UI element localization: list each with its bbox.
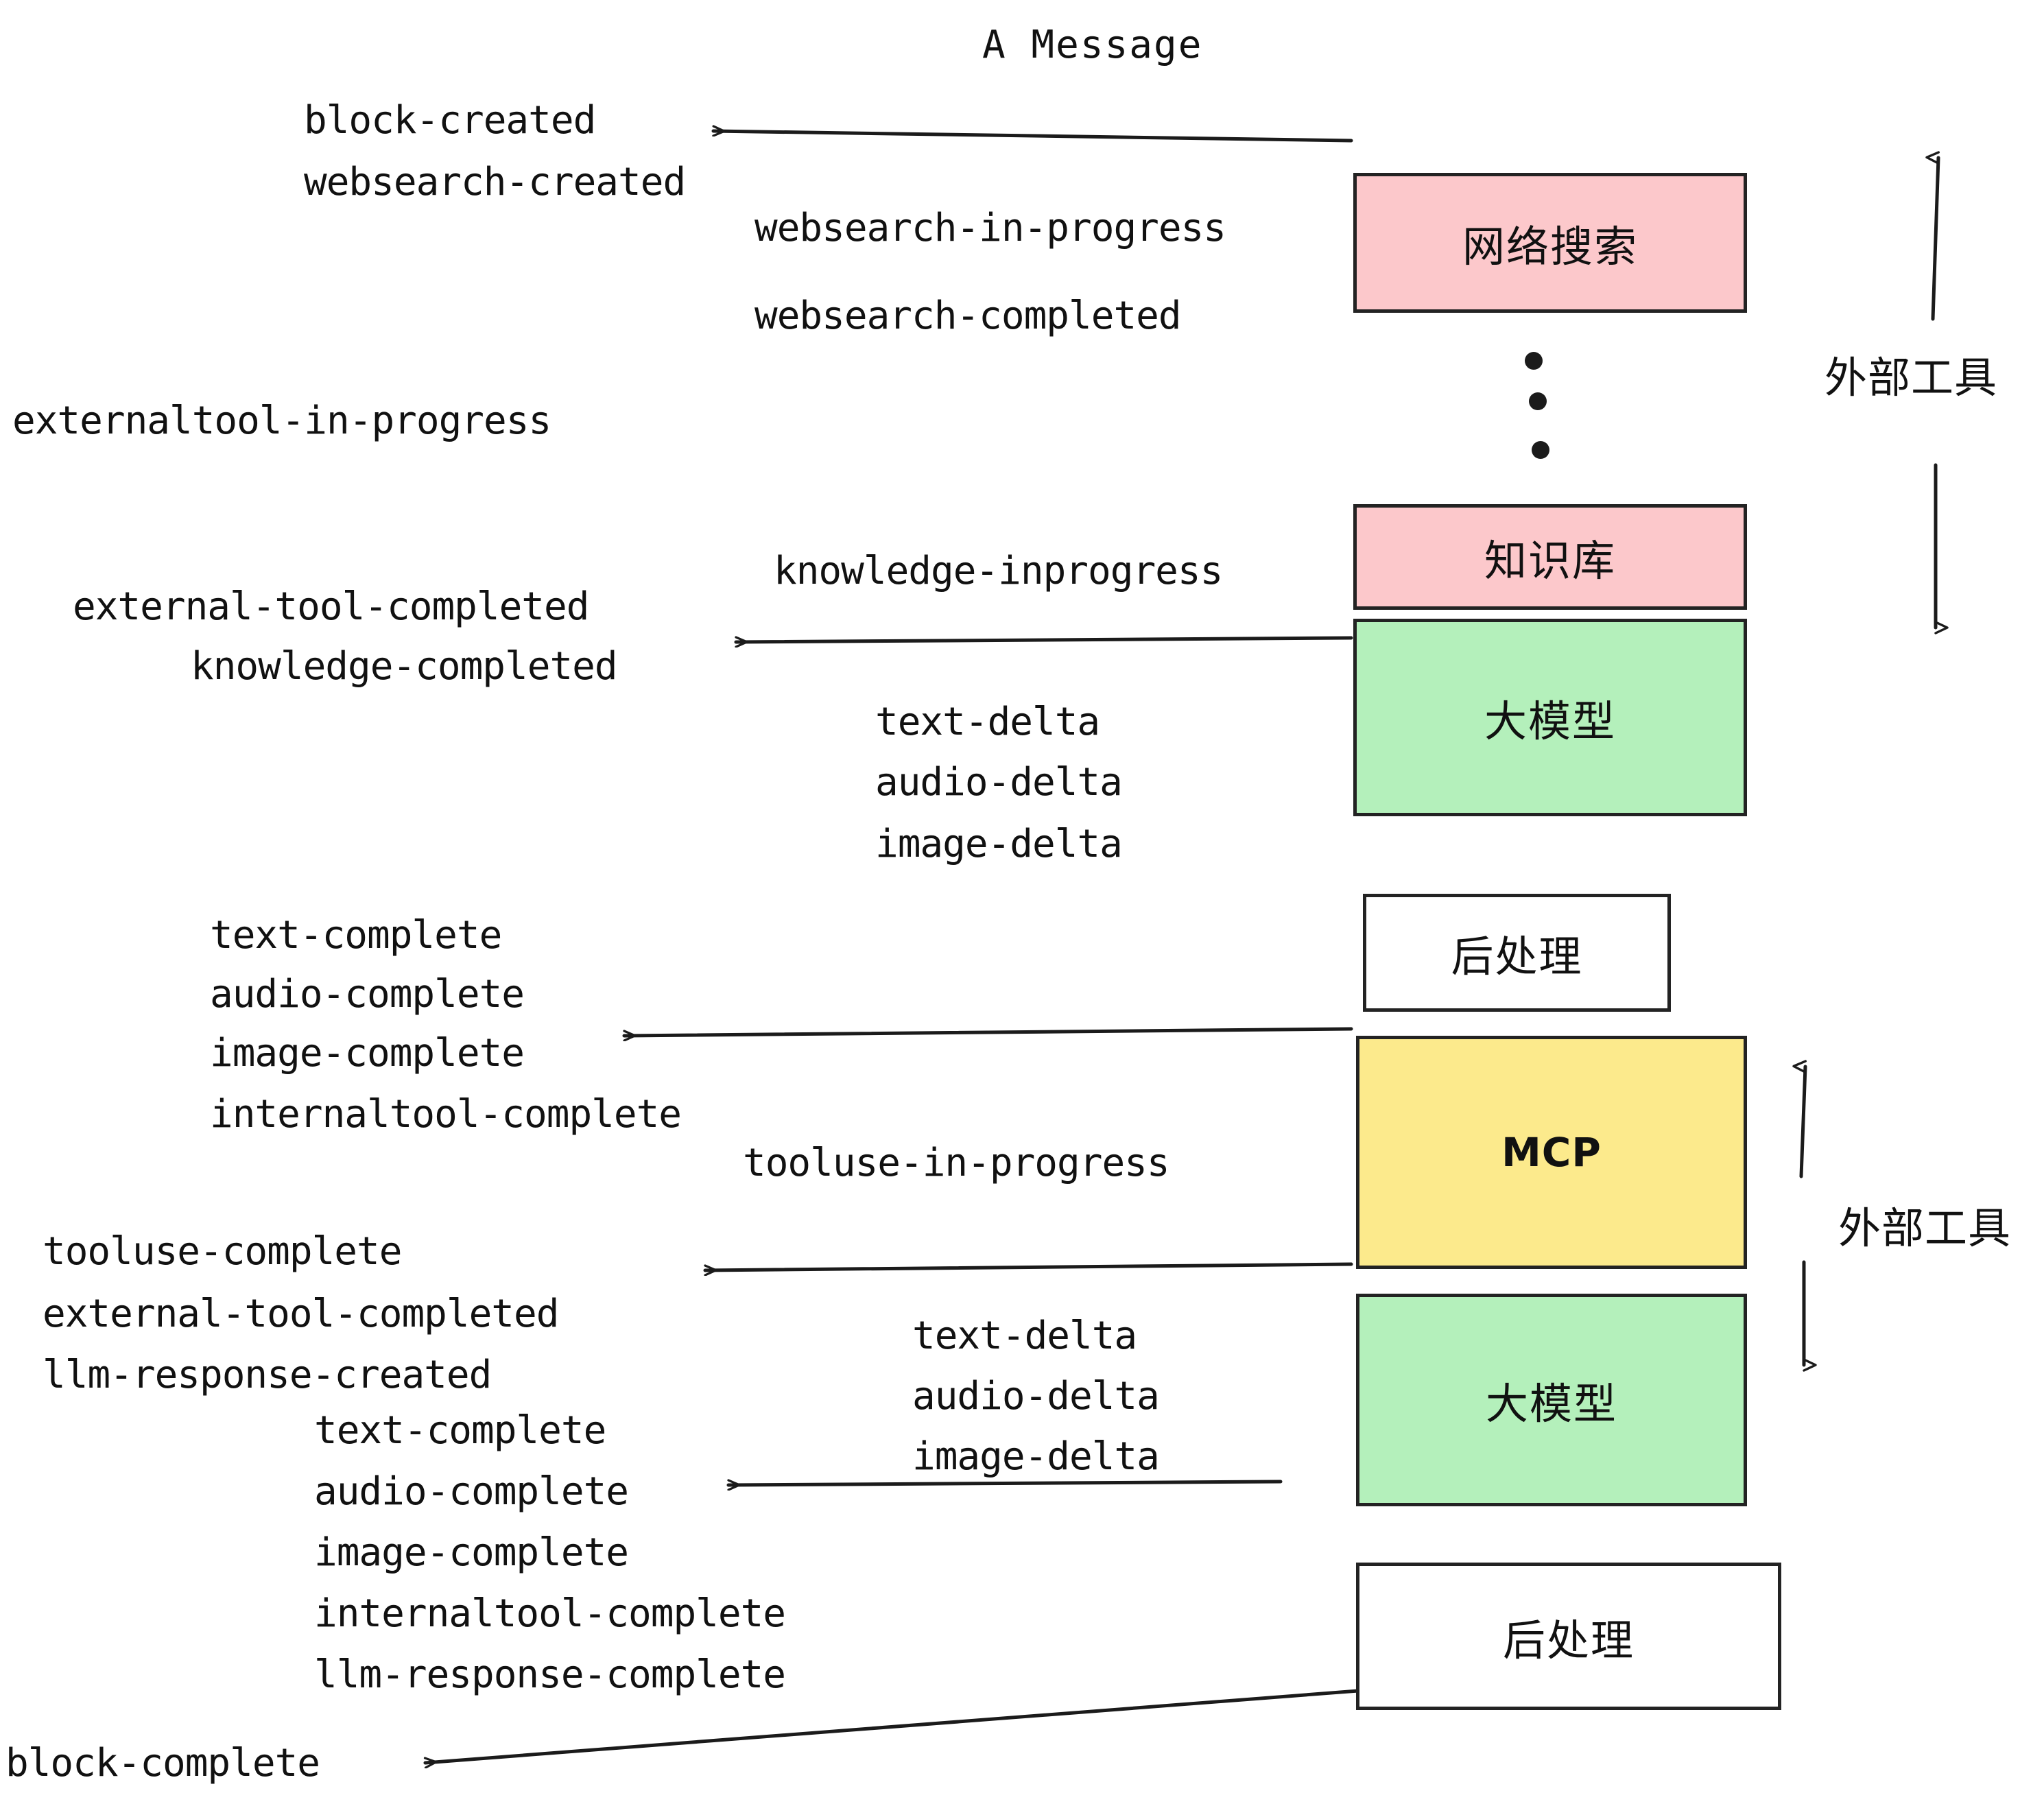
event-image-delta-1: image-delta — [875, 822, 1123, 866]
event-audio-complete-1: audio-complete — [210, 972, 525, 1017]
event-llm-response-complete: llm-response-complete — [314, 1652, 786, 1697]
event-websearch-completed: websearch-completed — [754, 294, 1182, 338]
box-knowledge: 知识库 — [1353, 504, 1747, 610]
external-tool-label-bottom: 外部工具 — [1838, 1203, 2012, 1253]
event-audio-complete-2: audio-complete — [314, 1469, 629, 1514]
box-llm-top-label: 大模型 — [1484, 696, 1616, 746]
event-external-tool-completed: external-tool-completed — [73, 584, 589, 629]
box-llm-bottom: 大模型 — [1356, 1294, 1747, 1506]
ellipsis-dot-1 — [1525, 352, 1543, 370]
event-knowledge-completed: knowledge-completed — [191, 644, 618, 689]
arrow-external-tool-bottom-up — [1801, 1067, 1807, 1178]
event-externaltool-in-progress: externaltool-in-progress — [12, 399, 551, 443]
event-text-complete-2: text-complete — [314, 1408, 606, 1453]
ellipsis-dot-2 — [1529, 392, 1547, 410]
box-postprocess-top: 后处理 — [1363, 894, 1671, 1012]
ellipsis-dot-3 — [1532, 441, 1549, 459]
event-text-complete-1: text-complete — [210, 913, 502, 958]
box-llm-bottom-label: 大模型 — [1485, 1379, 1617, 1429]
event-image-delta-2: image-delta — [912, 1434, 1160, 1479]
event-llm-response-created: llm-response-created — [43, 1353, 492, 1397]
event-websearch-in-progress: websearch-in-progress — [754, 206, 1226, 250]
arrow-mcp-to-tooluse-complete — [703, 1262, 1353, 1270]
event-websearch-created: websearch-created — [304, 160, 686, 204]
event-image-complete-2: image-complete — [314, 1530, 629, 1575]
event-internaltool-complete-1: internaltool-complete — [210, 1092, 682, 1137]
arrow-llm-to-audio-complete — [726, 1482, 1283, 1485]
diagram-title: A Message — [982, 23, 1203, 67]
event-image-complete-1: image-complete — [210, 1031, 525, 1076]
external-tool-label-top: 外部工具 — [1825, 353, 1998, 403]
arrow-websearch-to-block-created — [711, 131, 1353, 143]
event-external-tool-completed-2: external-tool-completed — [43, 1292, 559, 1336]
arrow-post-to-block-complete — [423, 1689, 1360, 1763]
box-llm-top: 大模型 — [1353, 619, 1747, 816]
event-tooluse-complete: tooluse-complete — [43, 1229, 402, 1274]
box-postprocess-top-label: 后处理 — [1451, 931, 1583, 982]
event-audio-delta-2: audio-delta — [912, 1374, 1160, 1419]
event-text-delta-2: text-delta — [912, 1314, 1137, 1358]
box-websearch-label: 网络搜索 — [1462, 222, 1638, 272]
box-postprocess-bottom: 后处理 — [1356, 1563, 1781, 1710]
event-text-delta-1: text-delta — [875, 700, 1100, 744]
box-knowledge-label: 知识库 — [1484, 536, 1616, 586]
event-block-created: block-created — [304, 98, 596, 143]
event-tooluse-in-progress: tooluse-in-progress — [743, 1141, 1170, 1185]
box-websearch: 网络搜索 — [1353, 173, 1747, 313]
event-knowledge-inprogress: knowledge-inprogress — [774, 549, 1223, 593]
event-audio-delta-1: audio-delta — [875, 760, 1123, 805]
event-block-complete: block-complete — [5, 1741, 320, 1785]
box-mcp-label: MCP — [1501, 1129, 1602, 1176]
event-internaltool-complete-2: internaltool-complete — [314, 1591, 786, 1636]
box-mcp: MCP — [1356, 1036, 1747, 1269]
arrow-external-tool-top-up — [1933, 158, 1940, 321]
arrow-post-to-image-complete — [622, 1027, 1353, 1036]
arrow-knowledge-to-completed — [734, 638, 1353, 642]
box-postprocess-bottom-label: 后处理 — [1502, 1615, 1635, 1665]
